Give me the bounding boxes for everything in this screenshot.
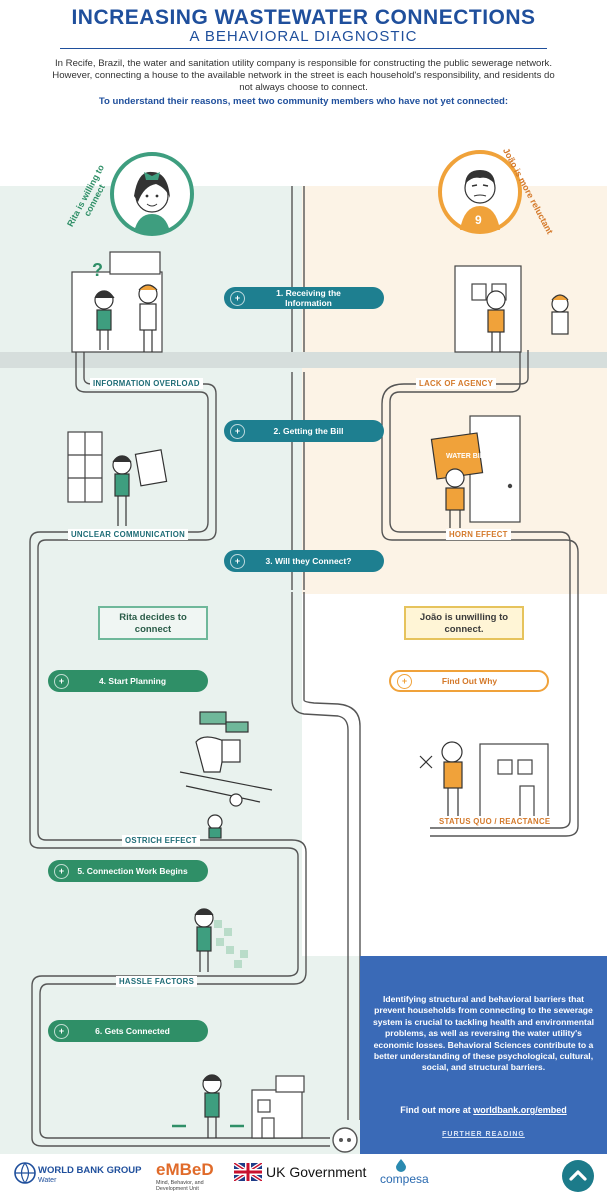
step-2-label: 2. Getting the Bill: [273, 426, 344, 436]
meet-text: To understand their reasons, meet two co…: [98, 96, 509, 107]
find-out-why-button[interactable]: + Find Out Why: [389, 670, 549, 692]
step-1-label: 1. Receiving the Information: [276, 288, 341, 308]
embed-logo: eMBeD: [156, 1160, 214, 1179]
plus-icon: +: [54, 863, 69, 879]
street-band: [0, 352, 607, 368]
barrier-ostrich-effect: OSTRICH EFFECT: [122, 835, 200, 846]
uk-gov-logo-text: UK Government: [266, 1164, 367, 1180]
world-bank-globe-icon: [14, 1162, 36, 1184]
joao-background: [302, 186, 607, 594]
barrier-lack-of-agency: LACK OF AGENCY: [416, 378, 497, 389]
info-box: [360, 956, 607, 1154]
plus-icon: +: [230, 423, 245, 439]
plus-icon: +: [397, 673, 412, 689]
rita-portrait-icon: [134, 171, 170, 232]
step-1-button[interactable]: + 1. Receiving the Information: [224, 287, 384, 309]
page-subtitle: A BEHAVIORAL DIAGNOSTIC: [189, 28, 418, 45]
uk-flag-icon: [234, 1163, 262, 1181]
info-box-link-line: Find out more at worldbank.org/embed: [372, 1105, 595, 1115]
step-6-button[interactable]: + 6. Gets Connected: [48, 1020, 208, 1042]
plus-icon: +: [230, 290, 245, 306]
step-2-button[interactable]: + 2. Getting the Bill: [224, 420, 384, 442]
barrier-information-overload: INFORMATION OVERLOAD: [90, 378, 203, 389]
info-box-text: Identifying structural and behavioral ba…: [372, 994, 595, 1073]
title-divider: [60, 48, 547, 49]
rita-caption: Rita is willing to connect: [65, 163, 107, 229]
wbg-logo-text: WORLD BANK GROUP: [38, 1165, 142, 1176]
rita-avatar: [110, 152, 194, 236]
step-3-button[interactable]: + 3. Will they Connect?: [224, 550, 384, 572]
compesa-logo-text: compesa: [380, 1172, 429, 1186]
plus-icon: +: [230, 553, 245, 569]
joao-caption: João is more reluctant: [501, 146, 555, 236]
step-6-label: 6. Gets Connected: [95, 1026, 170, 1036]
step-3-label: 3. Will they Connect?: [265, 556, 352, 566]
joao-caption-area: João is more reluctant: [500, 146, 560, 250]
step-5-label: 5. Connection Work Begins: [77, 866, 188, 876]
step-5-button[interactable]: + 5. Connection Work Begins: [48, 860, 208, 882]
scroll-top-button[interactable]: [562, 1160, 594, 1192]
barrier-hassle-factors: HASSLE FACTORS: [116, 976, 198, 987]
joao-decision-box: João is unwilling to connect.: [404, 606, 524, 640]
link-prefix: Find out more at: [400, 1105, 474, 1115]
embed-link[interactable]: worldbank.org/embed: [473, 1105, 567, 1115]
intro-text: In Recife, Brazil, the water and sanitat…: [52, 58, 555, 93]
barrier-status-quo: STATUS QUO / REACTANCE: [436, 816, 554, 827]
step-4-button[interactable]: + 4. Start Planning: [48, 670, 208, 692]
svg-text:9: 9: [475, 213, 482, 227]
wbg-logo-sub: Water: [38, 1177, 57, 1184]
step-4-label: 4. Start Planning: [98, 676, 167, 686]
joao-avatar: 9: [438, 150, 522, 234]
barrier-horn-effect: HORN EFFECT: [446, 529, 511, 540]
footer: [0, 1154, 607, 1200]
find-out-why-label: Find Out Why: [441, 676, 498, 686]
pipes-illustration: ?: [29, 186, 579, 1153]
page-title: INCREASING WASTEWATER CONNECTIONS: [71, 6, 536, 29]
embed-logo-sub: Mind, Behavior, and Development Unit: [156, 1180, 204, 1192]
rita-decision-box: Rita decides to connect: [98, 606, 208, 640]
bill-text: WATER BILL: [446, 453, 489, 460]
compesa-drop-icon: [396, 1159, 406, 1172]
chevron-up-icon: [569, 1170, 587, 1181]
rita-caption-area: Rita is willing to connect: [60, 150, 120, 250]
joao-portrait-icon: 9: [460, 170, 500, 230]
further-reading-link[interactable]: FURTHER READING: [442, 1131, 525, 1138]
plus-icon: +: [54, 1023, 69, 1039]
barrier-unclear-communication: UNCLEAR COMMUNICATION: [68, 529, 189, 540]
plus-icon: +: [54, 673, 69, 689]
svg-text:?: ?: [92, 260, 103, 280]
